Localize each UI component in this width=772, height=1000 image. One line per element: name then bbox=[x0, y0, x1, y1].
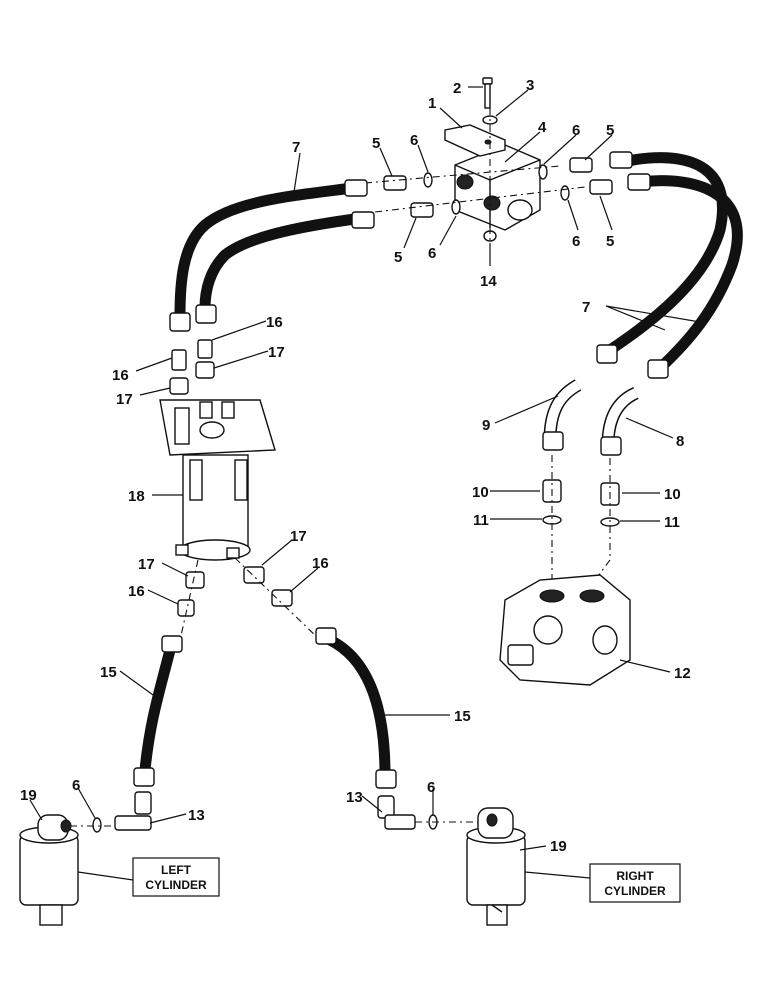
hose-end-nut bbox=[315, 627, 337, 645]
callout-8: 8 bbox=[676, 433, 684, 450]
callout-7: 7 bbox=[582, 299, 590, 316]
hose-end-nut bbox=[351, 211, 375, 229]
callout-16: 16 bbox=[112, 367, 129, 384]
callout-17: 17 bbox=[290, 528, 307, 545]
right-cylinder-19 bbox=[466, 807, 526, 926]
hose-end-nut bbox=[375, 769, 397, 789]
callout-2: 2 bbox=[453, 80, 461, 97]
callout-6: 6 bbox=[428, 245, 436, 262]
callout-14: 14 bbox=[480, 273, 497, 290]
fitting-16-left-top bbox=[171, 349, 187, 371]
fitting-5-lower-left bbox=[410, 202, 434, 218]
callout-5: 5 bbox=[372, 135, 380, 152]
hose-end-nut bbox=[161, 635, 183, 653]
fitting-16-right-top bbox=[197, 339, 213, 359]
hose-end-nut bbox=[609, 151, 633, 169]
svg-text:LEFT: LEFT bbox=[161, 863, 192, 877]
callout-6: 6 bbox=[427, 779, 435, 796]
svg-text:CYLINDER: CYLINDER bbox=[604, 884, 666, 898]
hose-7-lower-left bbox=[199, 212, 368, 314]
hose-7-upper-left bbox=[174, 182, 358, 321]
hose-15-left bbox=[139, 644, 176, 776]
callout-9: 9 bbox=[482, 417, 490, 434]
elbow-13-left bbox=[114, 791, 152, 831]
callout-7: 7 bbox=[292, 139, 300, 156]
callout-19: 19 bbox=[20, 787, 37, 804]
leader-lines bbox=[29, 86, 701, 851]
callout-10: 10 bbox=[472, 484, 489, 501]
callout-13: 13 bbox=[188, 807, 205, 824]
callout-17: 17 bbox=[268, 344, 285, 361]
o-ring-6 bbox=[451, 199, 461, 215]
o-ring-6 bbox=[423, 172, 433, 188]
fitting-5-upper-left bbox=[383, 175, 407, 191]
svg-text:CYLINDER: CYLINDER bbox=[145, 878, 207, 892]
hose-end-nut bbox=[647, 359, 669, 379]
hose-15-right bbox=[324, 634, 391, 781]
bolt bbox=[482, 77, 493, 109]
callout-12: 12 bbox=[674, 665, 691, 682]
callout-17: 17 bbox=[138, 556, 155, 573]
right-cylinder-label: RIGHT CYLINDER bbox=[589, 863, 681, 903]
callout-16: 16 bbox=[128, 583, 145, 600]
callout-6: 6 bbox=[572, 233, 580, 250]
hose-7-upper-right bbox=[604, 152, 728, 356]
swivel-manifold-18 bbox=[159, 399, 276, 561]
fitting-16-bottom-right bbox=[271, 589, 293, 607]
hose-end-nut bbox=[627, 173, 651, 191]
left-cylinder-19 bbox=[19, 814, 79, 926]
o-ring-6 bbox=[538, 164, 548, 180]
svg-text:RIGHT: RIGHT bbox=[616, 869, 654, 883]
callout-1: 1 bbox=[428, 95, 436, 112]
callout-18: 18 bbox=[128, 488, 145, 505]
fitting-16-bottom-left bbox=[177, 599, 195, 617]
callout-5: 5 bbox=[606, 233, 614, 250]
callout-5: 5 bbox=[606, 122, 614, 139]
callout-13: 13 bbox=[346, 789, 363, 806]
elbow-9 bbox=[542, 379, 582, 451]
callout-4: 4 bbox=[538, 119, 547, 136]
fitting-5-upper-right bbox=[569, 157, 593, 173]
elbow-13-right bbox=[377, 795, 416, 830]
callout-10: 10 bbox=[664, 486, 681, 503]
callout-6: 6 bbox=[410, 132, 418, 149]
valve-block bbox=[454, 144, 541, 231]
callout-15: 15 bbox=[454, 708, 471, 725]
hose-end-nut bbox=[195, 304, 217, 324]
callout-6: 6 bbox=[72, 777, 80, 794]
hose-end-nut bbox=[133, 767, 155, 787]
callout-11: 11 bbox=[473, 512, 489, 529]
nut-17-right-top bbox=[195, 361, 215, 379]
callout-11: 11 bbox=[664, 514, 680, 531]
left-cylinder-label: LEFT CYLINDER bbox=[132, 857, 220, 897]
callout-19: 19 bbox=[550, 838, 567, 855]
fitting-5-lower-right bbox=[589, 179, 613, 195]
hose-end-nut bbox=[344, 179, 368, 197]
hose-7-lower-right bbox=[634, 175, 743, 374]
callout-numbers: 1 2 3 4 5 6 6 5 7 5 6 6 5 14 7 16 17 16 … bbox=[20, 77, 691, 855]
nut-17-bottom-right bbox=[243, 566, 265, 584]
nut-17-left-top bbox=[169, 377, 189, 395]
mounting-bracket bbox=[444, 124, 506, 157]
o-ring-6-left bbox=[92, 817, 102, 833]
nut-17-bottom-left bbox=[185, 571, 205, 589]
callout-16: 16 bbox=[312, 555, 329, 572]
callout-15: 15 bbox=[100, 664, 117, 681]
callout-17: 17 bbox=[116, 391, 133, 408]
callout-3: 3 bbox=[526, 77, 534, 94]
hose-end-nut bbox=[169, 312, 191, 332]
o-ring-6 bbox=[560, 185, 570, 201]
elbow-8 bbox=[600, 387, 639, 456]
callout-6: 6 bbox=[572, 122, 580, 139]
callout-5: 5 bbox=[394, 249, 402, 266]
control-valve-12 bbox=[499, 574, 631, 686]
callout-16: 16 bbox=[266, 314, 283, 331]
hose-end-nut bbox=[596, 344, 618, 364]
